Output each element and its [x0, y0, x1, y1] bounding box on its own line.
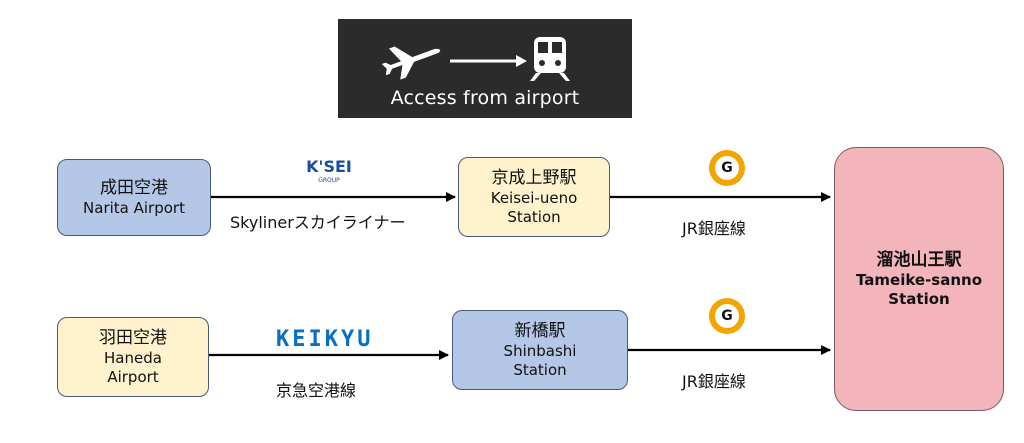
shinbashi-en1: Shinbashi: [503, 341, 577, 360]
node-keisei-ueno: 京成上野駅 Keisei-ueno Station: [458, 157, 610, 237]
haneda-en1: Haneda: [104, 348, 162, 367]
tameike-en1: Tameike-sanno: [855, 270, 983, 289]
shinbashi-en2: Station: [513, 360, 567, 379]
keisei-ueno-en2: Station: [507, 207, 561, 226]
keisei-logo-text: K'SEI: [306, 157, 352, 176]
node-shinbashi: 新橋駅 Shinbashi Station: [452, 310, 628, 390]
keikyu-logo: KEIKYU: [276, 327, 374, 352]
keisei-ueno-en1: Keisei-ueno: [490, 188, 578, 207]
access-banner: Access from airport: [338, 19, 632, 118]
skyliner-label: Skylinerスカイライナー: [230, 213, 406, 232]
ginza-line-icon-bottom: G: [709, 298, 745, 334]
ginza-mark-bottom: G: [715, 304, 739, 328]
haneda-jp: 羽田空港: [99, 327, 167, 348]
banner-graphic: [381, 37, 570, 81]
narita-en: Narita Airport: [83, 198, 185, 217]
tameike-en2: Station: [888, 289, 950, 308]
banner-text: Access from airport: [390, 87, 580, 109]
ginza-label-bottom: JR銀座線: [682, 372, 746, 391]
banner-arrow-head: [516, 55, 527, 67]
node-narita-airport: 成田空港 Narita Airport: [57, 159, 211, 236]
haneda-en2: Airport: [107, 367, 159, 386]
keikyu-line-label: 京急空港線: [276, 381, 357, 400]
shinbashi-jp: 新橋駅: [514, 320, 566, 341]
keisei-logo: K'SEI GROUP: [302, 157, 356, 185]
keisei-ueno-jp: 京成上野駅: [491, 167, 577, 188]
ginza-label-top: JR銀座線: [682, 219, 746, 238]
keisei-logo-group: GROUP: [318, 177, 340, 184]
node-haneda-airport: 羽田空港 Haneda Airport: [57, 317, 209, 397]
ginza-mark-top: G: [715, 156, 739, 180]
narita-jp: 成田空港: [100, 177, 168, 198]
tameike-jp: 溜池山王駅: [876, 249, 962, 270]
ginza-line-icon-top: G: [709, 150, 745, 186]
node-tameike-sanno: 溜池山王駅 Tameike-sanno Station: [834, 147, 1004, 411]
train-icon: [530, 37, 570, 81]
airplane-icon: [381, 46, 441, 80]
